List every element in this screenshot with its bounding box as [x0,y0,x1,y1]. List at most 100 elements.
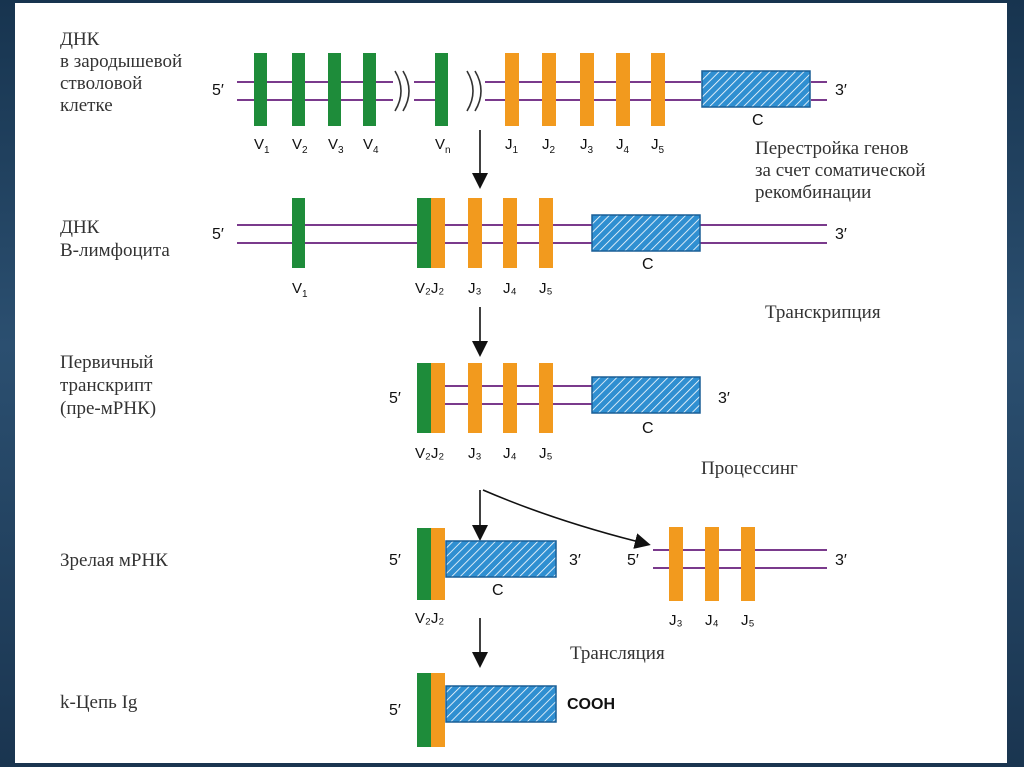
primary-label-line1: Первичный [60,352,153,373]
j-segment [468,198,482,268]
c-segment [591,376,701,414]
gene-label-j5: J₅ [539,445,553,462]
cooh-terminus-label: COOH [567,696,615,713]
transcription-label: Транскрипция [765,302,881,323]
gene-label-v3: V3 [328,136,344,156]
c-segment-label: C [642,256,654,273]
v-segment [254,53,267,126]
slide: ДНК в зародышевой стволовой клетке ДНК В… [15,3,1007,763]
gene-label-j3: J₃ [669,612,683,629]
kappa-chain: 5′ COOH [389,673,615,747]
mature-3prime: 3′ [569,552,581,569]
blymph-5prime: 5′ [212,226,224,243]
gene-label-j4: J₄ [503,445,517,462]
excised-fragment: 5′ 3′ J₃ J₄ J₅ [627,527,847,629]
sequence-break-icon [466,70,482,112]
gene-label-v4: V4 [363,136,379,156]
j-segment [669,527,683,601]
gene-label-j4: J₄ [503,280,517,297]
primary-transcript: 5′ C 3′ V₂J₂ J₃ J₄ J₅ [389,363,730,462]
blymph-label-line1: ДНК [60,217,100,238]
gene-label-j3: J3 [580,136,594,156]
gene-label-j5: J₅ [741,612,755,629]
primary-3prime: 3′ [718,390,730,407]
j-segment [431,363,445,433]
j-segment [431,528,445,600]
chain-label: k-Цепь Ig [60,692,138,713]
excision-arrow [482,489,651,549]
germline-dna: 5′ C 3′ V1 V2 V3 V4 Vn J1 J2 J [212,53,847,156]
j-segment [431,673,445,747]
chain-5prime: 5′ [389,702,401,719]
rearrangement-label-line1: Перестройка генов [755,138,908,159]
j-segment [539,198,553,268]
germline-5prime: 5′ [212,82,224,99]
rearrangement-label-line2: за счет соматической [755,160,926,181]
gene-label-j4: J4 [616,136,630,156]
c-segment [445,685,557,723]
j-segment [468,363,482,433]
processing-label: Процессинг [701,458,798,479]
gene-label-v1: V1 [254,136,270,156]
j-segment [503,198,517,268]
germline-label-line1: ДНК [60,29,100,50]
c-segment [701,70,811,108]
germline-label-line4: клетке [60,95,113,116]
c-segment-label: C [752,112,764,129]
j-segment [616,53,630,126]
j-segment [503,363,517,433]
gene-label-vn: Vn [435,136,451,156]
c-segment [591,214,701,252]
primary-5prime: 5′ [389,390,401,407]
j-segment [505,53,519,126]
v-segment [417,363,431,433]
j-segment [651,53,665,126]
germline-label-line2: в зародышевой [60,51,182,72]
j-segment [539,363,553,433]
v-segment [435,53,448,126]
translation-label: Трансляция [570,643,665,664]
j-segment [580,53,594,126]
c-segment [445,540,557,578]
rearrangement-label-line3: рекомбинации [755,182,871,203]
v-segment [363,53,376,126]
blymph-3prime: 3′ [835,226,847,243]
v-segment [417,198,431,268]
gene-label-v1: V1 [292,280,308,300]
gene-label-v2j2: V₂J₂ [415,280,444,297]
c-segment-label: C [492,582,504,599]
gene-rearrangement-diagram: ДНК в зародышевой стволовой клетке ДНК В… [60,29,926,747]
blymph-label-line2: В-лимфоцита [60,240,170,261]
c-segment-label: C [642,420,654,437]
sequence-break-icon [394,70,410,112]
gene-label-j3: J₃ [468,445,482,462]
gene-label-v2: V2 [292,136,308,156]
v-segment [417,673,431,747]
mature-label: Зрелая мРНК [60,550,168,571]
gene-label-j4: J₄ [705,612,719,629]
germline-label-line3: стволовой [60,73,142,94]
j-segment [542,53,556,126]
j-segment [431,198,445,268]
gene-label-j5: J5 [651,136,665,156]
gene-label-v2j2: V₂J₂ [415,610,444,627]
gene-label-j1: J1 [505,136,519,156]
germline-3prime: 3′ [835,82,847,99]
v-segment [292,53,305,126]
blymph-dna: 5′ C 3′ V1 V₂J₂ J₃ J₄ J₅ [212,198,847,300]
v-segment [328,53,341,126]
gene-label-j5: J₅ [539,280,553,297]
v-segment [292,198,305,268]
v-segment [417,528,431,600]
primary-label-line2: транскрипт [60,375,153,396]
j-segment [705,527,719,601]
excised-5prime: 5′ [627,552,639,569]
mature-5prime: 5′ [389,552,401,569]
gene-label-j2: J2 [542,136,556,156]
gene-label-v2j2: V₂J₂ [415,445,444,462]
j-segment [741,527,755,601]
gene-label-j3: J₃ [468,280,482,297]
primary-label-line3: (пре-мРНК) [60,398,156,419]
excised-3prime: 3′ [835,552,847,569]
